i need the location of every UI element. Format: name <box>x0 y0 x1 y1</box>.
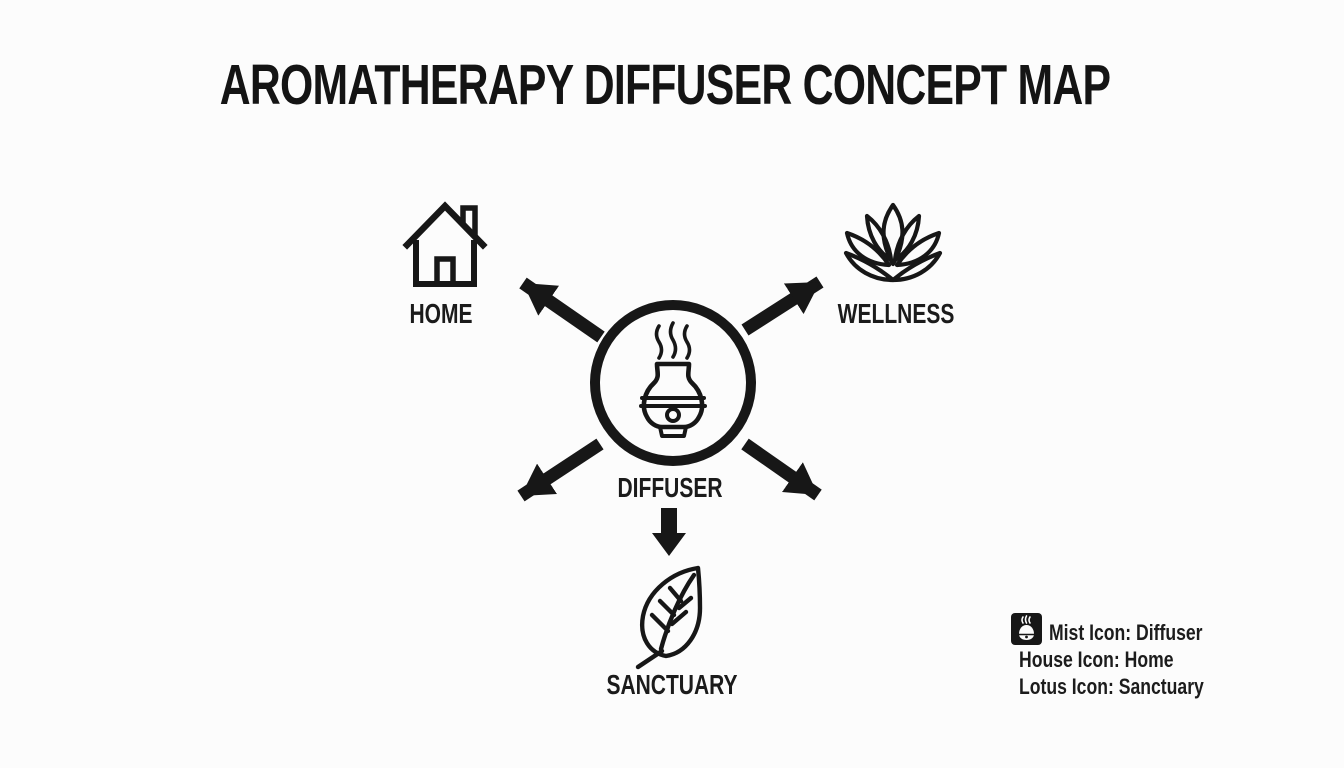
mist-diffuser-icon <box>639 321 707 438</box>
arrow-lower-left <box>517 438 604 502</box>
arrow-lower-right <box>741 438 822 501</box>
wellness-node-label: WELLNESS <box>837 298 955 329</box>
legend-item-home: House Icon: Home <box>1019 647 1174 672</box>
legend: Mist Icon: Diffuser House Icon: Home Lot… <box>1005 608 1225 708</box>
lotus-icon <box>843 202 943 283</box>
home-node-label: HOME <box>409 298 473 329</box>
legend-item-diffuser: Mist Icon: Diffuser <box>1049 620 1203 645</box>
sanctuary-node-label: SANCTUARY <box>606 669 738 700</box>
arrow-to-wellness <box>741 276 824 336</box>
diagram-title: AROMATHERAPY DIFFUSER CONCEPT MAP <box>219 53 1111 117</box>
diffuser-node-label: DIFFUSER <box>617 472 723 503</box>
house-icon <box>402 201 488 287</box>
leaf-icon <box>635 565 703 670</box>
arrow-to-home <box>519 277 605 343</box>
legend-item-sanctuary: Lotus Icon: Sanctuary <box>1019 674 1204 699</box>
arrow-to-sanctuary <box>652 508 686 556</box>
mist-legend-icon <box>1011 613 1042 645</box>
